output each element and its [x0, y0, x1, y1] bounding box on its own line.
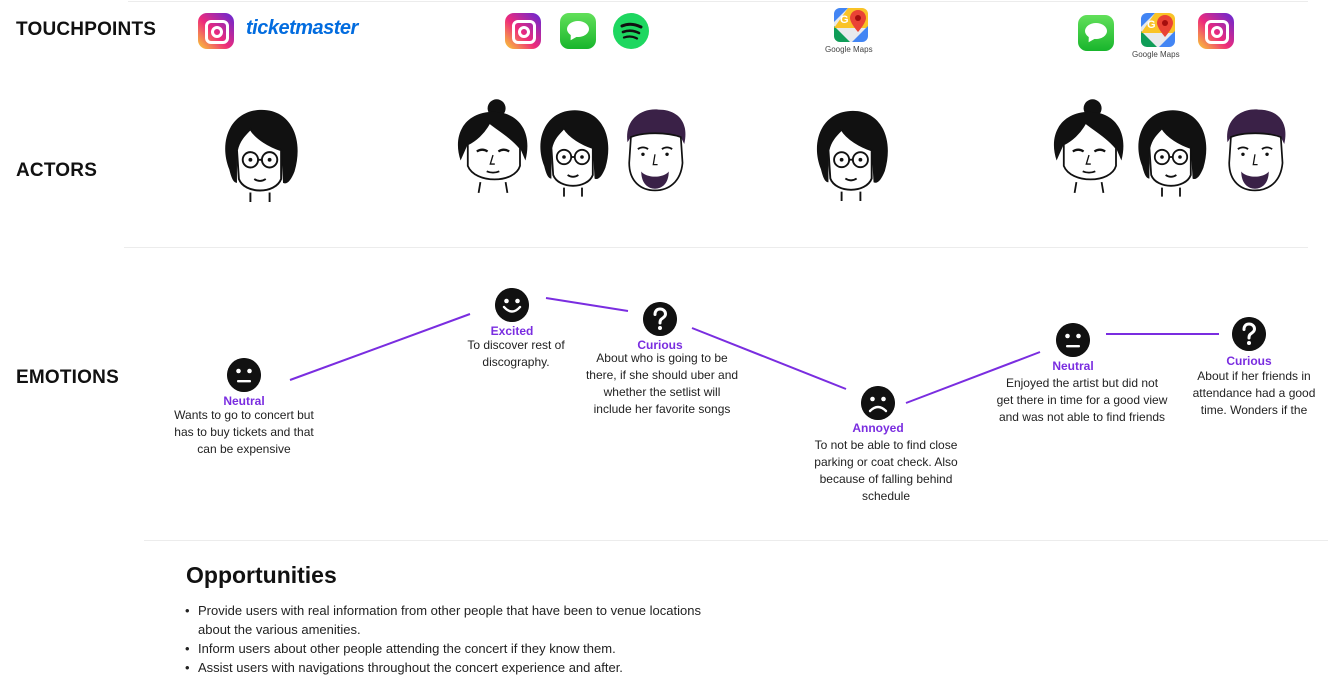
actor-glasses-woman-avatar [212, 100, 308, 210]
actor-glasses-woman-avatar [528, 100, 618, 205]
neutral-face-icon [227, 358, 261, 392]
messages-icon [1078, 15, 1114, 51]
emotion-name: Curious [637, 338, 683, 352]
emotion-name: Excited [490, 324, 534, 338]
actor-bun-woman-avatar [448, 92, 538, 202]
top-divider [128, 1, 1308, 2]
emotion-description: To not be able to find close parking or … [814, 438, 958, 503]
touchpoints-label: TOUCHPOINTS [16, 19, 157, 40]
emotion-name: Annoyed [852, 421, 904, 435]
instagram-icon [1198, 13, 1234, 49]
bullet-marker: • [185, 641, 190, 656]
emotion-line-segment [289, 313, 471, 381]
actor-bearded-man-avatar [1212, 96, 1298, 204]
opportunity-item: • Assist users with navigations throughou… [185, 658, 705, 677]
actor-glasses-woman-avatar [1126, 100, 1216, 205]
opportunities-title: Opportunities [186, 562, 337, 588]
opportunity-item: • Inform users about other people attendi… [185, 639, 705, 658]
google-maps-caption: Google Maps [1132, 50, 1180, 59]
messages-icon [560, 13, 596, 49]
emotion-name: Neutral [223, 394, 265, 408]
neutral-face-icon [1056, 323, 1090, 357]
actor-glasses-woman-avatar [804, 100, 898, 210]
opportunity-text: Assist users with navigations throughout… [198, 660, 623, 675]
ticketmaster-wordmark: ticketmaster [246, 17, 358, 39]
instagram-icon [198, 13, 234, 49]
emotion-description: Wants to go to concert but has to buy ti… [174, 408, 314, 456]
emotion-name: Curious [1226, 354, 1272, 368]
question-face-icon [1232, 317, 1266, 351]
question-face-icon [643, 302, 677, 336]
google-maps-caption: Google Maps [825, 45, 873, 54]
bullet-marker: • [185, 603, 190, 618]
emotion-description: About who is going to be there, if she s… [585, 351, 739, 416]
google-maps-icon [834, 8, 868, 42]
emotion-description: Enjoyed the artist but did not get there… [996, 376, 1168, 424]
happy-face-icon [495, 288, 529, 322]
actor-bun-woman-avatar [1044, 92, 1134, 202]
emotions-divider [144, 540, 1328, 541]
actor-bearded-man-avatar [612, 96, 698, 204]
sad-face-icon [861, 386, 895, 420]
opportunities-list: • Provide users with real information fro… [185, 601, 705, 677]
spotify-icon [613, 13, 649, 49]
opportunity-text: Inform users about other people attendin… [198, 641, 616, 656]
actors-label: ACTORS [16, 160, 98, 181]
emotion-name: Neutral [1052, 359, 1094, 373]
emotion-description: To discover rest of discography. [467, 338, 565, 369]
actors-divider [124, 247, 1308, 248]
emotions-label: EMOTIONS [16, 367, 119, 388]
emotion-line-segment [545, 297, 629, 312]
opportunity-text: Provide users with real information from… [198, 603, 701, 637]
instagram-icon [505, 13, 541, 49]
emotion-description: About if her friends in attendance had a… [1192, 369, 1316, 417]
google-maps-icon [1141, 13, 1175, 47]
bullet-marker: • [185, 660, 190, 675]
opportunity-item: • Provide users with real information fro… [185, 601, 705, 639]
